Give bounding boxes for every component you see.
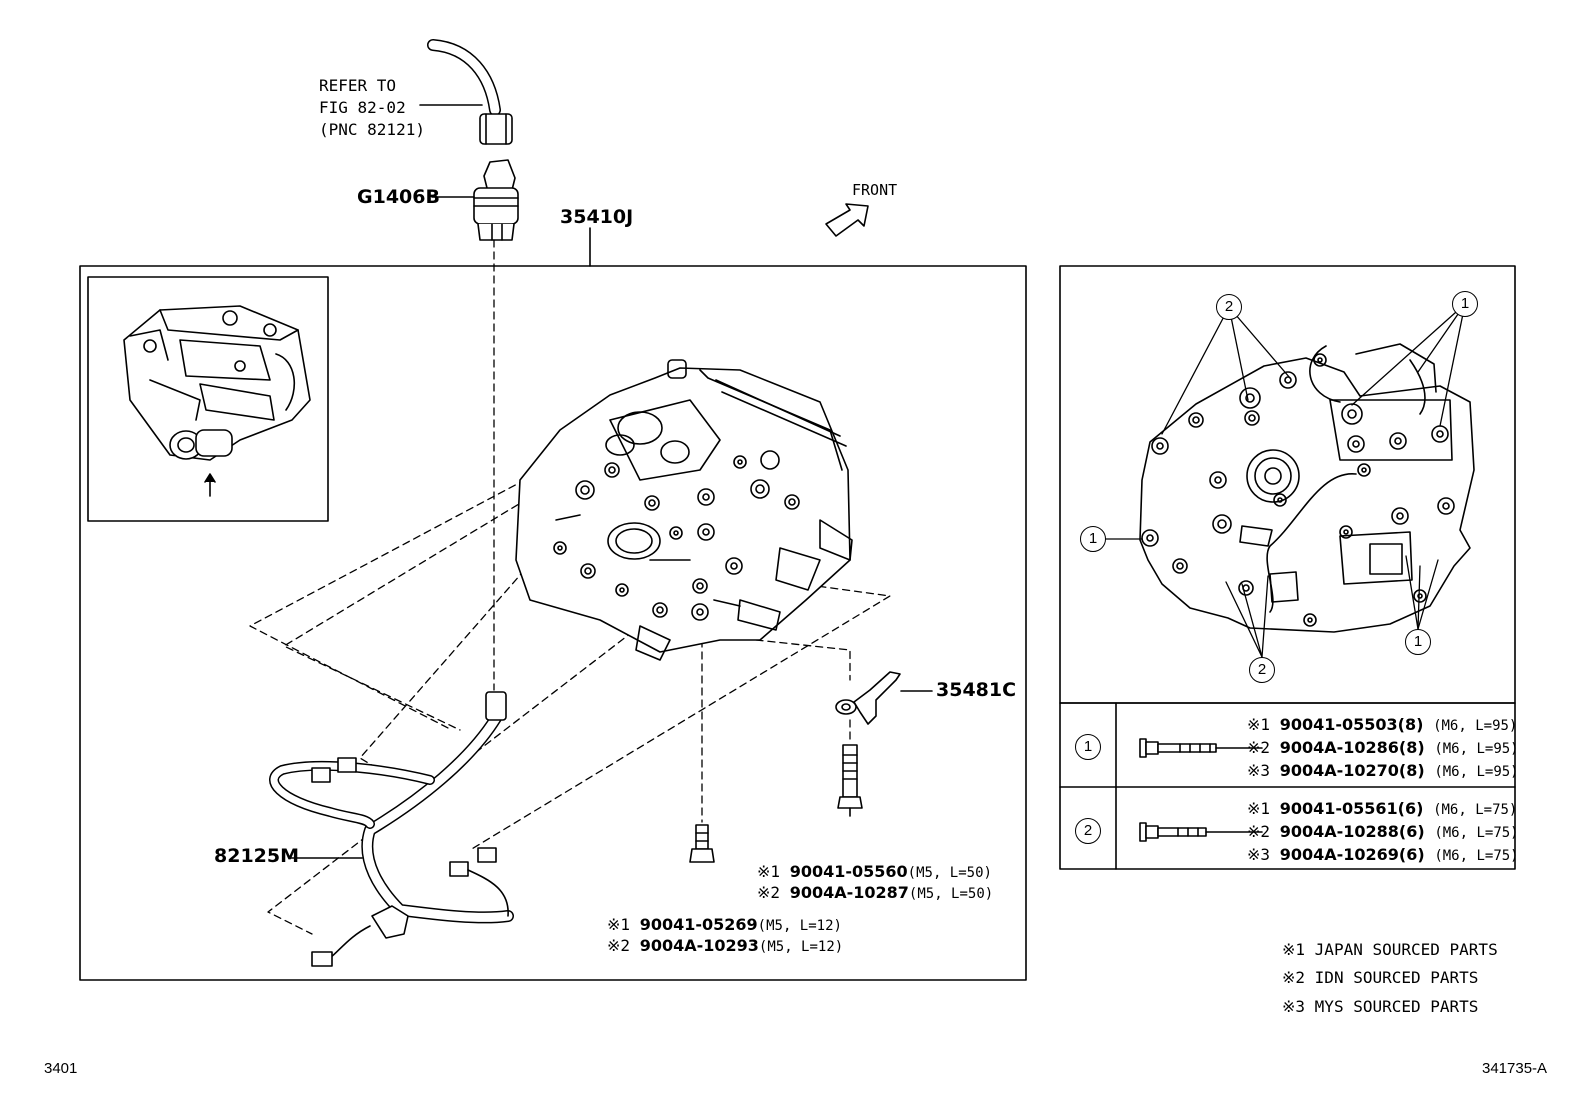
table-row1-marker: 1: [1075, 734, 1101, 760]
part-label-g1406b: G1406B: [357, 186, 440, 208]
legend-idn: ※2 IDN SOURCED PARTS: [1282, 968, 1479, 987]
table-row2-line3: ※3 9004A-10269(6) (M6, L=75): [1247, 845, 1519, 864]
legend-mys: ※3 MYS SOURCED PARTS: [1282, 997, 1479, 1016]
valve-body-main: [515, 359, 853, 661]
table-row1-line3: ※3 9004A-10270(8) (M6, L=95): [1247, 761, 1519, 780]
bolt-table-frame: [1059, 702, 1516, 870]
callout-1-bottom: 1: [1405, 629, 1431, 655]
callout-1-top: 1: [1452, 291, 1478, 317]
part-label-35410j: 35410J: [560, 206, 634, 228]
upper-harness-connector: [419, 39, 513, 145]
bolt-note-m5-12-line1: ※1 90041-05269(M5, L=12): [607, 915, 842, 934]
inset-valve-body: [123, 305, 311, 497]
g1406b-connector: [431, 159, 519, 241]
main-frame: [79, 265, 1027, 981]
bolt-m5-50: [837, 744, 863, 817]
table-row2-line2: ※2 9004A-10288(6) (M6, L=75): [1247, 822, 1519, 841]
refer-note-line2: FIG 82-02: [319, 98, 406, 117]
table-row2-marker: 2: [1075, 818, 1101, 844]
table-row1-line2: ※2 9004A-10286(8) (M6, L=95): [1247, 738, 1519, 757]
bolt-note-m5-50-line2: ※2 9004A-10287(M5, L=50): [757, 883, 994, 902]
refer-note-line3: (PNC 82121): [319, 120, 425, 139]
detail-valve-body: [1139, 343, 1475, 633]
table-bolt-row2-icon: [1139, 822, 1263, 842]
callout-2-top: 2: [1216, 294, 1242, 320]
inset-frame: [87, 276, 329, 522]
callout-2-bottom: 2: [1249, 657, 1275, 683]
table-bolt-row1-icon: [1139, 738, 1263, 758]
callout-1-left: 1: [1080, 526, 1106, 552]
footer-page-code: 3401: [44, 1060, 78, 1077]
legend-japan: ※1 JAPAN SOURCED PARTS: [1282, 940, 1498, 959]
bracket-35481c: [835, 671, 933, 725]
front-arrow-icon: [825, 203, 869, 237]
part-label-82125m: 82125M: [214, 845, 300, 867]
callout-leaders: [1103, 303, 1466, 658]
footer-figure-id: 341735-A: [1482, 1060, 1548, 1077]
front-label: FRONT: [852, 181, 898, 199]
table-row2-line1: ※1 90041-05561(6) (M6, L=75): [1247, 799, 1518, 818]
table-row1-line1: ※1 90041-05503(8) (M6, L=95): [1247, 715, 1518, 734]
bolt-note-m5-50-line1: ※1 90041-05560(M5, L=50): [757, 862, 992, 881]
part-label-35481c: 35481C: [936, 679, 1017, 701]
bolt-m5-12: [689, 824, 715, 863]
wire-harness-82125m: [269, 691, 514, 967]
bolt-note-m5-12-line2: ※2 9004A-10293(M5, L=12): [607, 936, 844, 955]
refer-note-line1: REFER TO: [319, 76, 397, 95]
